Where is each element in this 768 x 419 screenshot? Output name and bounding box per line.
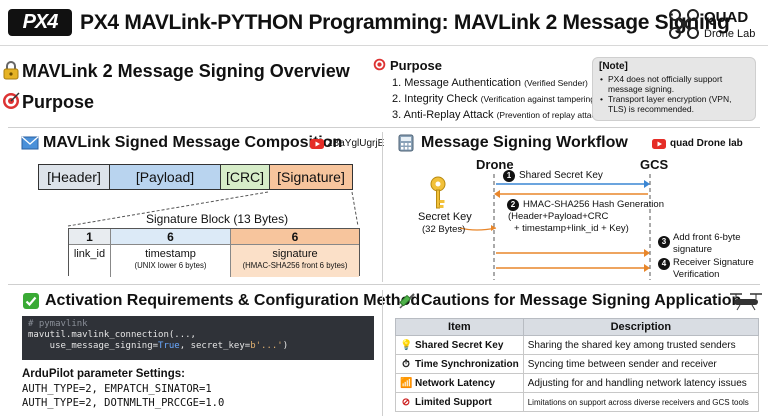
lightbulb-icon: 💡 — [400, 339, 413, 351]
list-item: 2. Integrity Check (Verification against… — [392, 93, 598, 105]
step-3-line-2: signature — [673, 244, 713, 255]
activation-title: Activation Requirements & Configuration … — [45, 292, 421, 309]
list-item: Transport layer encryption (VPN, TLS) is… — [599, 94, 749, 114]
table-row: ⏱Time Synchronization Syncing time betwe… — [395, 354, 760, 374]
cell-timestamp: 6 timestamp (UNIX lower 6 bytes) — [111, 229, 231, 277]
syringe-icon — [399, 293, 415, 309]
drone-icon — [730, 293, 762, 311]
secret-key-size: (32 Bytes) — [422, 224, 466, 235]
drone-icon — [669, 9, 699, 39]
column-header-description: Description — [522, 318, 760, 336]
checkmark-icon — [23, 293, 39, 309]
step-2-title: HMAC-SHA256 Hash Generation — [523, 199, 664, 210]
youtube-icon[interactable] — [652, 139, 666, 149]
payload-block: [Payload] — [109, 164, 221, 190]
purpose-list: 1. Message Authentication (Verified Send… — [392, 75, 607, 123]
brand-name: QUAD — [704, 9, 749, 26]
list-item: 1. Message Authentication (Verified Send… — [392, 77, 588, 89]
step-4-badge: 4 — [658, 258, 670, 270]
signature-block: [Signature] — [269, 164, 353, 190]
lock-icon — [3, 61, 19, 80]
cautions-title: Cautions for Message Signing Application — [421, 292, 742, 309]
youtube-link[interactable]: 2BaYglUgrjE — [327, 138, 385, 149]
overview-title: MAVLink 2 Message Signing Overview — [22, 61, 350, 81]
step-2-badge: 2 — [507, 199, 519, 211]
list-item: PX4 does not officially support message … — [599, 74, 749, 94]
px4-logo: PX4 — [8, 9, 72, 36]
cell-link-id: 1 link_id — [69, 229, 111, 277]
divider — [382, 290, 383, 416]
step-2-line-1: (Header+Payload+CRC — [508, 211, 609, 222]
key-icon — [430, 176, 446, 209]
note-box: [Note] PX4 does not officially support m… — [592, 57, 756, 121]
secret-key-label: Secret Key — [418, 211, 472, 223]
brand-logo: QUAD Drone Lab — [668, 6, 764, 42]
table-row: 📶Network Latency Adjusting for and handl… — [395, 373, 760, 393]
expand-lines — [67, 191, 359, 227]
youtube-link[interactable]: quad Drone lab — [670, 138, 743, 149]
cautions-table: Item Description 💡Shared Secret Key Shar… — [395, 318, 760, 412]
step-4-line-2: Verification — [673, 269, 720, 280]
workflow-title: Message Signing Workflow — [421, 134, 628, 151]
ardupilot-params: AUTH_TYPE=2, EMPATCH_SINATOR=1 AUTH_TYPE… — [22, 383, 225, 409]
step-3-badge: 3 — [658, 236, 670, 248]
divider — [382, 132, 383, 282]
header-block: [Header] — [38, 164, 110, 190]
workflow-diagram — [430, 174, 651, 280]
header-bar: PX4 PX4 MAVLink-PYTHON Programming: MAVL… — [0, 0, 768, 46]
envelope-icon — [21, 136, 39, 150]
code-block: # pymavlink mavutil.mavlink_connection(.… — [22, 316, 374, 360]
composition-title: MAVLink Signed Message Composition — [43, 134, 343, 151]
table-row: ⊘Limited Support Limitations on support … — [395, 392, 760, 412]
step-4-line-1: Receiver Signature — [673, 257, 754, 268]
target-icon — [3, 92, 20, 109]
purpose-heading: Purpose — [390, 58, 443, 73]
drone-label: Drone — [476, 157, 514, 172]
brand-sub: Drone Lab — [704, 28, 756, 40]
table-row: 💡Shared Secret Key Sharing the shared ke… — [395, 335, 760, 355]
crc-block: [CRC] — [220, 164, 270, 190]
signature-block-title: Signature Block (13 Bytes) — [146, 212, 289, 226]
wifi-icon: 📶 — [400, 377, 413, 389]
no-entry-icon: ⊘ — [401, 396, 411, 408]
gcs-label: GCS — [640, 157, 669, 172]
divider — [8, 284, 760, 285]
ardupilot-title: ArduPilot parameter Settings: — [22, 368, 185, 380]
step-2-line-2: + timestamp+link_id + Key) — [514, 223, 629, 234]
youtube-icon[interactable] — [310, 139, 324, 149]
purpose-title: Purpose — [22, 92, 95, 112]
step-1-badge: 1 — [503, 170, 515, 182]
divider — [8, 127, 760, 128]
step-1-label: Shared Secret Key — [519, 170, 603, 181]
calculator-icon — [398, 134, 414, 152]
signature-block-table: 1 link_id 6 timestamp (UNIX lower 6 byte… — [68, 228, 360, 277]
column-header-item: Item — [395, 318, 524, 336]
step-3-line-1: Add front 6-byte — [673, 232, 741, 243]
list-item: 3. Anti-Replay Attack (Prevention of rep… — [392, 109, 608, 121]
clock-icon: ⏱ — [402, 358, 410, 370]
page-title: PX4 MAVLink-PYTHON Programming: MAVLink … — [80, 11, 730, 34]
target-icon — [373, 58, 386, 71]
note-title: [Note] — [599, 61, 628, 72]
cell-signature: 6 signature (HMAC-SHA256 front 6 bytes) — [231, 229, 359, 277]
